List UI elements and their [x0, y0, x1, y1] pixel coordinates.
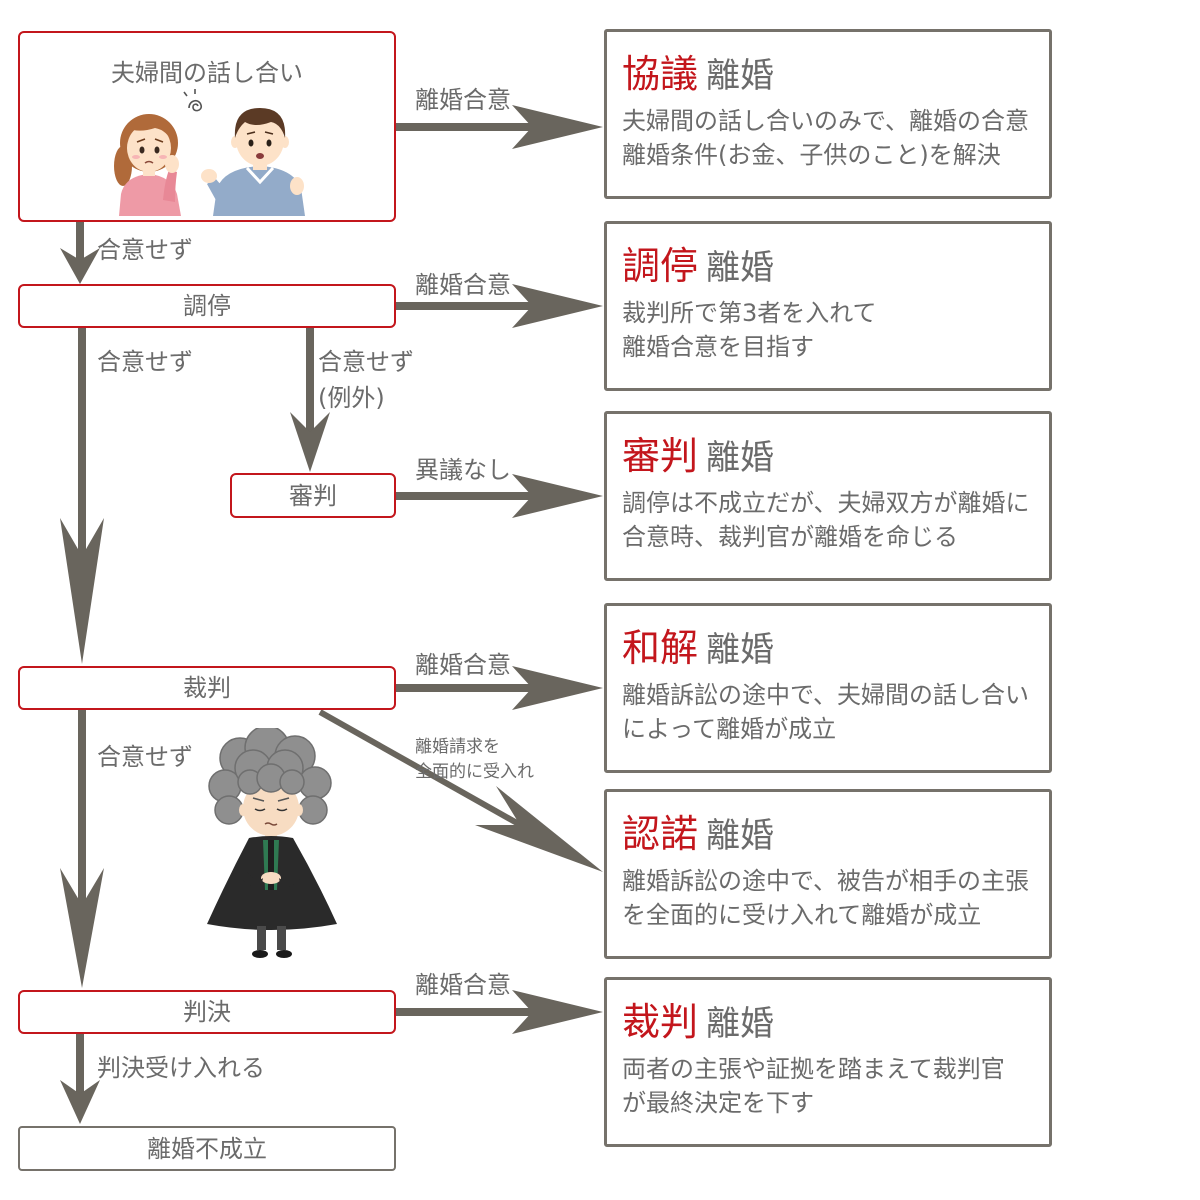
- judge-illustration: [207, 728, 337, 958]
- outcome-card-kyogi: 協議離婚 夫婦間の話し合いのみで、離婚の合意 離婚条件(お金、子供のこと)を解決: [604, 29, 1052, 199]
- outcome-description: 離婚訴訟の途中で、被告が相手の主張 を全面的に受け入れて離婚が成立: [622, 864, 1049, 932]
- node-label: 裁判: [183, 674, 231, 702]
- node-mediation: 調停: [18, 284, 396, 328]
- edge-label-judgment-agree: 離婚合意: [415, 971, 511, 999]
- outcome-type: 調停: [622, 244, 699, 288]
- outcome-title: 審判離婚: [622, 434, 1049, 478]
- arrow-mediation-to-trial: [60, 328, 104, 664]
- outcome-type: 認諾: [622, 812, 699, 856]
- edge-label-discussion-agree: 離婚合意: [415, 86, 511, 114]
- edge-label-mediation-exception: 合意せず (例外): [318, 344, 414, 416]
- node-divorce-not-established: 離婚不成立: [18, 1126, 396, 1171]
- node-adjudication: 審判: [230, 473, 396, 518]
- edge-label-line: 全面的に受入れ: [415, 762, 534, 782]
- edge-label-trial-agree: 離婚合意: [415, 651, 511, 679]
- outcome-description: 裁判所で第3者を入れて 離婚合意を目指す: [622, 296, 1049, 364]
- outcome-description-line: 離婚訴訟の途中で、夫婦間の話し合い: [622, 681, 1030, 709]
- arrow-discussion-to-mediation: [60, 222, 100, 284]
- woman-figure: [114, 114, 181, 216]
- outcome-card-chotei: 調停離婚 裁判所で第3者を入れて 離婚合意を目指す: [604, 221, 1052, 391]
- arrow-judgment-to-saiban: [396, 990, 603, 1034]
- edge-label-line: 離婚請求を: [415, 737, 500, 757]
- arrow-trial-to-wakai: [396, 666, 603, 710]
- outcome-description-line: を全面的に受け入れて離婚が成立: [622, 901, 982, 929]
- outcome-description-line: によって離婚が成立: [622, 715, 837, 743]
- outcome-description-line: 離婚条件(お金、子供のこと)を解決: [622, 141, 1001, 169]
- outcome-card-shinpan: 審判離婚 調停は不成立だが、夫婦双方が離婚に 合意時、裁判官が離婚を命じる: [604, 411, 1052, 581]
- arrow-judgment-to-not-established: [60, 1034, 100, 1124]
- outcome-description-line: 両者の主張や証拠を踏まえて裁判官: [622, 1055, 1005, 1083]
- outcome-description-line: 調停は不成立だが、夫婦双方が離婚に: [622, 489, 1030, 517]
- outcome-title: 和解離婚: [622, 626, 1049, 670]
- judge-robe: [207, 836, 337, 930]
- arrow-trial-to-ninaku: [318, 709, 603, 872]
- edge-label-trial-full-acceptance: 離婚請求を 全面的に受入れ: [415, 735, 534, 785]
- arrow-discussion-to-kyogi: [396, 105, 603, 149]
- edge-label-judgment-accept: 判決受け入れる: [97, 1054, 265, 1082]
- edge-label-mediation-disagree: 合意せず: [97, 348, 193, 376]
- couple-illustration: [114, 89, 305, 216]
- outcome-description-line: が最終決定を下す: [622, 1089, 814, 1117]
- node-label: 離婚不成立: [147, 1134, 267, 1163]
- node-label: 夫婦間の話し合い: [111, 59, 303, 87]
- outcome-description-line: 合意時、裁判官が離婚を命じる: [622, 523, 958, 551]
- outcome-description-line: 裁判所で第3者を入れて: [622, 299, 877, 327]
- outcome-description: 離婚訴訟の途中で、夫婦間の話し合い によって離婚が成立: [622, 678, 1049, 746]
- outcome-suffix: 離婚: [706, 816, 775, 856]
- outcome-card-saiban: 裁判離婚 両者の主張や証拠を踏まえて裁判官 が最終決定を下す: [604, 977, 1052, 1147]
- node-label: 審判: [289, 481, 337, 510]
- arrow-mediation-to-chotei: [396, 284, 603, 328]
- arrow-trial-to-judgment: [60, 710, 104, 988]
- edge-label-line: (例外): [318, 384, 385, 412]
- node-label: 判決: [183, 998, 231, 1026]
- edge-label-discussion-disagree: 合意せず: [97, 236, 193, 264]
- man-figure: [201, 108, 305, 216]
- outcome-suffix: 離婚: [706, 438, 775, 478]
- outcome-title: 協議離婚: [622, 52, 1049, 96]
- outcome-type: 和解: [622, 626, 699, 670]
- outcome-description: 調停は不成立だが、夫婦双方が離婚に 合意時、裁判官が離婚を命じる: [622, 486, 1049, 554]
- edge-label-mediation-agree: 離婚合意: [415, 271, 511, 299]
- node-judgment: 判決: [18, 990, 396, 1034]
- edge-label-trial-disagree: 合意せず: [97, 743, 193, 771]
- outcome-card-wakai: 和解離婚 離婚訴訟の途中で、夫婦間の話し合い によって離婚が成立: [604, 603, 1052, 773]
- outcome-description: 夫婦間の話し合いのみで、離婚の合意 離婚条件(お金、子供のこと)を解決: [622, 104, 1049, 172]
- edge-label-adjudication-no-objection: 異議なし: [415, 456, 511, 484]
- outcome-suffix: 離婚: [706, 630, 775, 670]
- outcome-type: 協議: [622, 52, 699, 96]
- arrow-mediation-to-adjudication: [290, 328, 330, 472]
- node-trial: 裁判: [18, 666, 396, 710]
- outcome-description-line: 夫婦間の話し合いのみで、離婚の合意: [622, 107, 1030, 135]
- outcome-suffix: 離婚: [706, 56, 775, 96]
- outcome-title: 裁判離婚: [622, 1000, 1049, 1044]
- outcome-description: 両者の主張や証拠を踏まえて裁判官 が最終決定を下す: [622, 1052, 1049, 1120]
- node-couple-discussion: 夫婦間の話し合い: [18, 31, 396, 222]
- arrow-adjudication-to-shinpan: [396, 474, 603, 518]
- outcome-type: 審判: [622, 434, 699, 478]
- outcome-type: 裁判: [622, 1000, 699, 1044]
- outcome-suffix: 離婚: [706, 248, 775, 288]
- worry-squiggle-icon: [183, 89, 203, 112]
- outcome-description-line: 離婚合意を目指す: [622, 333, 814, 361]
- outcome-title: 認諾離婚: [622, 812, 1049, 856]
- outcome-suffix: 離婚: [706, 1004, 775, 1044]
- node-label: 調停: [183, 292, 231, 320]
- edge-label-line: 合意せず: [318, 348, 414, 376]
- outcome-card-ninaku: 認諾離婚 離婚訴訟の途中で、被告が相手の主張 を全面的に受け入れて離婚が成立: [604, 789, 1052, 959]
- outcome-description-line: 離婚訴訟の途中で、被告が相手の主張: [622, 867, 1030, 895]
- outcome-title: 調停離婚: [622, 244, 1049, 288]
